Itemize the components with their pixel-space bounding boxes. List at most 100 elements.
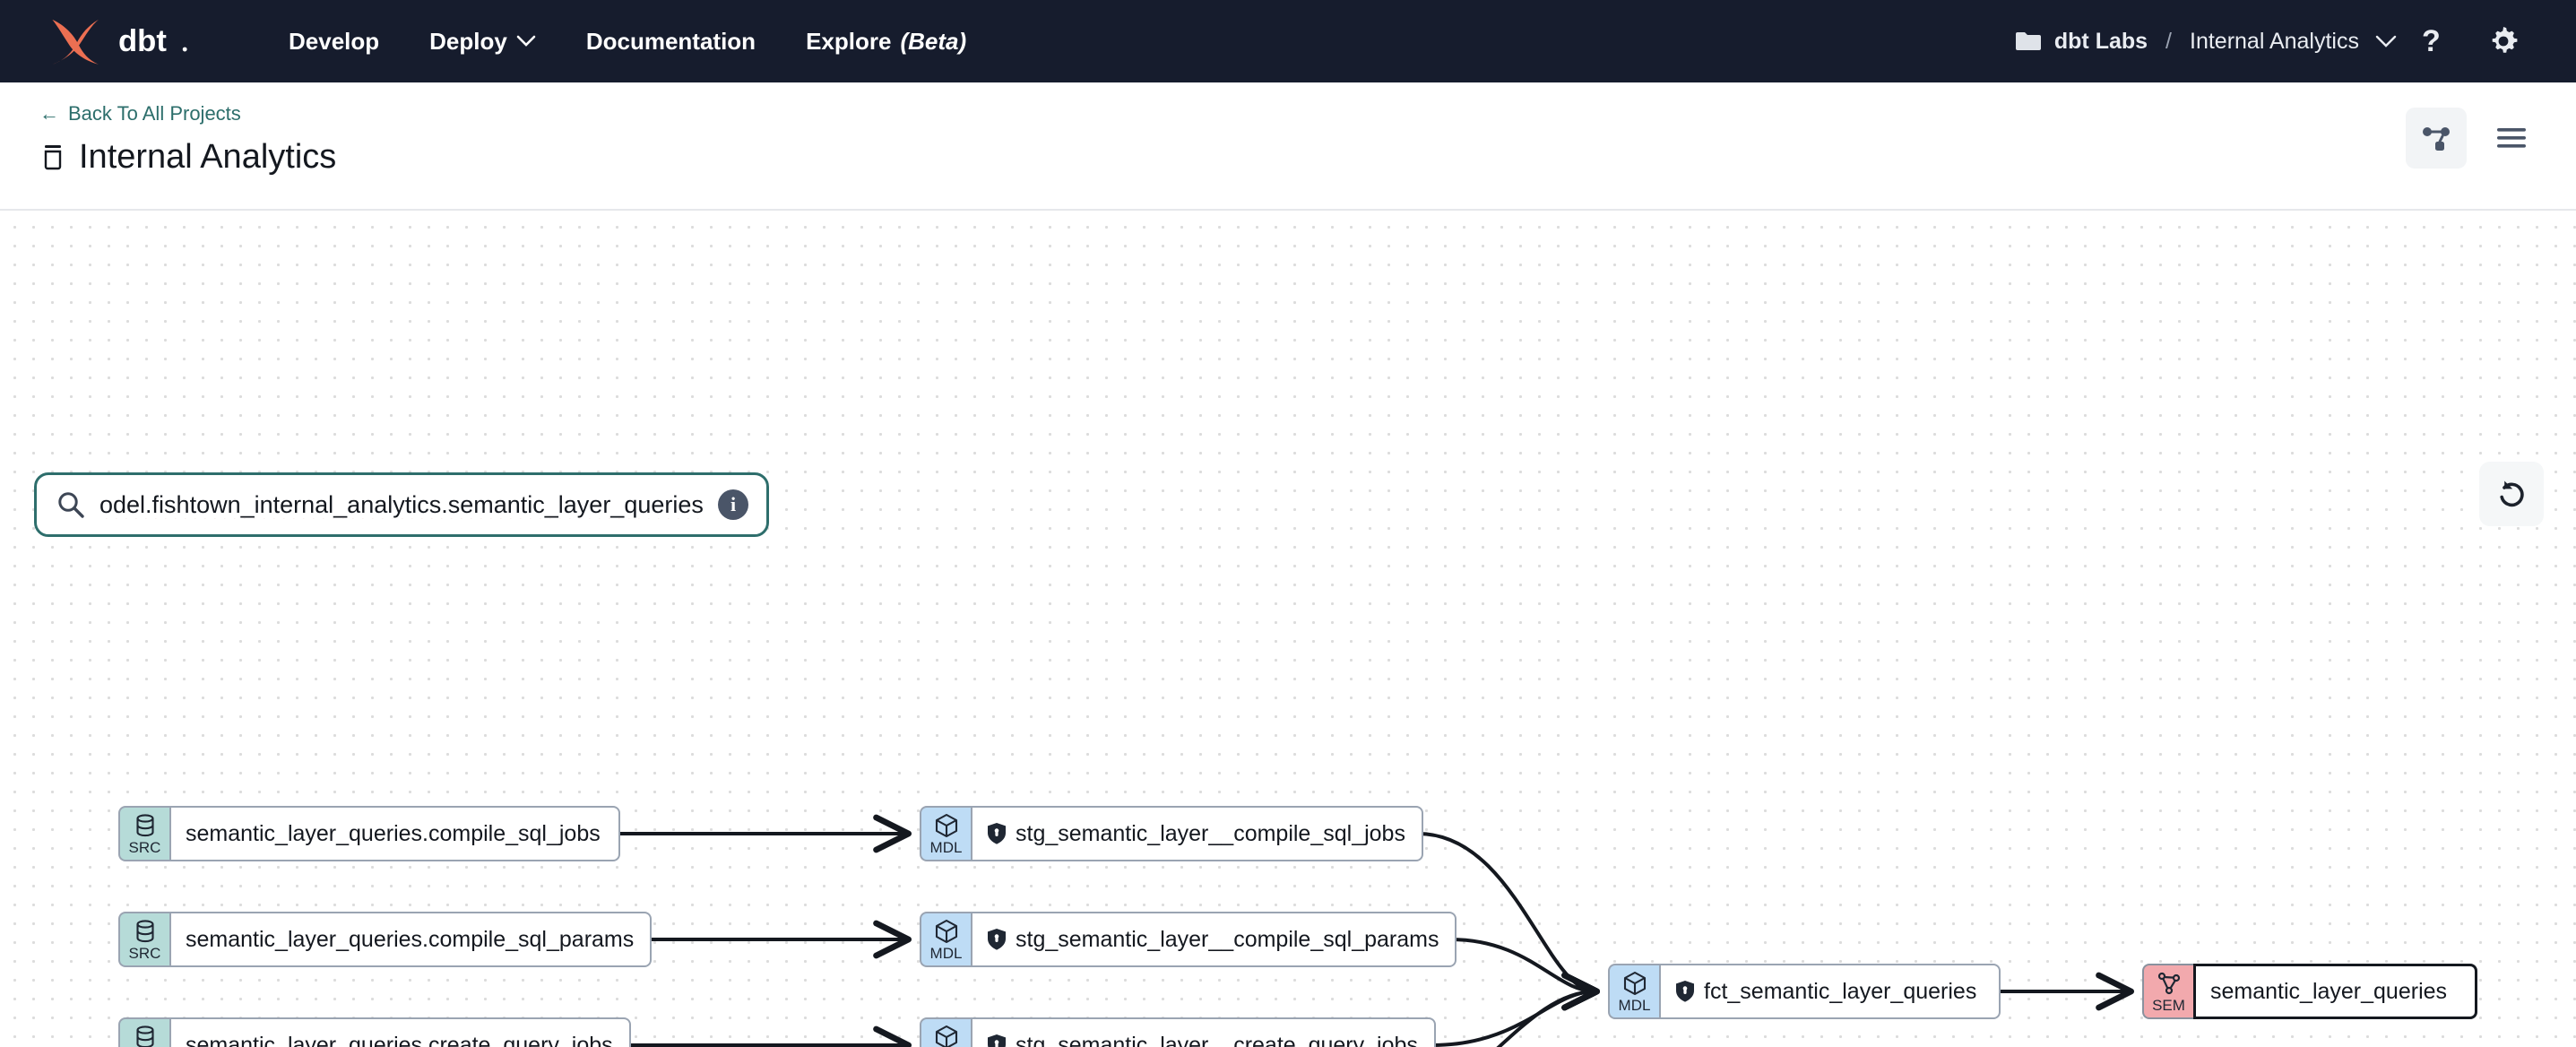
cube-icon <box>935 813 957 838</box>
node-body[interactable]: semantic_layer_queries <box>2193 964 2477 1019</box>
protected-shield-icon <box>1676 981 1694 1002</box>
graph-edges <box>620 814 2134 1047</box>
node-type-badge-src: SRC <box>118 1017 169 1047</box>
node-body[interactable]: stg_semantic_layer__compile_sql_jobs <box>971 806 1423 861</box>
graph-node-fct[interactable]: MDL fct_semantic_layer_queries <box>1608 964 2001 1019</box>
node-name-label: semantic_layer_queries.compile_sql_param… <box>186 926 635 952</box>
nav-link-explore-label: Explore <box>806 27 892 55</box>
nav-link-deploy-label: Deploy <box>429 27 507 55</box>
back-to-all-projects-label: Back To All Projects <box>68 102 241 125</box>
cube-icon <box>1623 971 1646 996</box>
hamburger-menu-icon <box>2497 128 2526 148</box>
reset-view-icon <box>2500 480 2524 507</box>
graph-node-sem[interactable]: SEM semantic_layer_queries <box>2142 964 2477 1019</box>
graph-node-mdl1[interactable]: MDL stg_semantic_layer__compile_sql_jobs <box>920 806 1423 861</box>
node-type-badge-sem: SEM <box>2142 964 2193 1019</box>
cube-icon <box>935 919 957 944</box>
node-type-badge-mdl: MDL <box>920 912 971 967</box>
node-type-badge-src: SRC <box>118 912 169 967</box>
database-icon <box>135 920 154 943</box>
top-navigation-bar: dbt Develop Deploy Documentation Explore… <box>0 0 2576 82</box>
node-body[interactable]: semantic_layer_queries.create_query_jobs <box>169 1017 631 1047</box>
graph-edge-mdl4-to-fct <box>1496 972 1600 1047</box>
page-title-row: Internal Analytics <box>39 138 336 177</box>
node-type-label: MDL <box>929 839 963 856</box>
chevron-down-icon <box>516 35 536 47</box>
breadcrumb-org[interactable]: dbt Labs <box>2053 28 2148 54</box>
node-type-badge-mdl: MDL <box>920 806 971 861</box>
settings-button[interactable] <box>2467 24 2540 58</box>
node-name-label: semantic_layer_queries <box>2210 978 2448 1004</box>
node-name-label: stg_semantic_layer__create_query_jobs <box>1016 1032 1418 1047</box>
primary-nav-links: Develop Deploy Documentation Explore (Be… <box>264 19 991 65</box>
node-body[interactable]: stg_semantic_layer__create_query_jobs <box>971 1017 1436 1047</box>
node-type-label: SRC <box>128 839 161 856</box>
graph-node-src2[interactable]: SRC semantic_layer_queries.compile_sql_p… <box>118 912 653 967</box>
semantic-graph-icon <box>2157 972 2180 995</box>
database-icon <box>135 1025 154 1047</box>
nav-link-develop[interactable]: Develop <box>264 19 404 65</box>
cube-icon <box>935 1025 957 1047</box>
lineage-graph-canvas[interactable]: odel.fishtown_internal_analytics.semanti… <box>0 211 2576 1047</box>
svg-text:?: ? <box>2422 24 2441 58</box>
nav-link-explore-beta-tag: (Beta) <box>900 27 967 55</box>
database-title-icon <box>44 144 62 169</box>
node-name-label: stg_semantic_layer__compile_sql_jobs <box>1016 820 1405 846</box>
node-name-label: semantic_layer_queries.create_query_jobs <box>186 1032 613 1047</box>
nav-right-cluster: dbt Labs / Internal Analytics ? <box>2015 23 2540 59</box>
sub-header-right <box>2406 102 2537 169</box>
nav-link-develop-label: Develop <box>289 27 380 55</box>
gear-icon <box>2492 27 2518 53</box>
breadcrumb: dbt Labs / Internal Analytics <box>2015 29 2397 55</box>
lineage-view-button[interactable] <box>2406 108 2467 169</box>
node-type-label: MDL <box>929 945 963 962</box>
svg-text:dbt: dbt <box>118 24 167 58</box>
nav-link-deploy[interactable]: Deploy <box>404 19 561 65</box>
node-type-label: SEM <box>2152 997 2185 1014</box>
node-type-badge-mdl: MDL <box>920 1017 971 1047</box>
graph-node-src1[interactable]: SRC semantic_layer_queries.compile_sql_j… <box>118 806 620 861</box>
project-sub-header: ← Back To All Projects Internal Analytic… <box>0 82 2576 211</box>
search-input[interactable]: odel.fishtown_internal_analytics.semanti… <box>99 490 704 518</box>
node-body[interactable]: stg_semantic_layer__compile_sql_params <box>971 912 1457 967</box>
node-name-label: fct_semantic_layer_queries <box>1704 978 1977 1004</box>
graph-node-src3[interactable]: SRC semantic_layer_queries.create_query_… <box>118 1017 631 1047</box>
dbt-mark-icon <box>52 19 99 65</box>
back-to-all-projects-link[interactable]: ← Back To All Projects <box>39 102 336 125</box>
protected-shield-icon <box>988 1034 1006 1047</box>
search-info-icon[interactable]: i <box>718 489 748 520</box>
graph-node-mdl3[interactable]: MDL stg_semantic_layer__create_query_job… <box>920 1017 1436 1047</box>
back-arrow-icon: ← <box>39 102 59 125</box>
node-type-label: MDL <box>1618 997 1651 1014</box>
reset-view-button[interactable] <box>2479 462 2544 526</box>
node-type-label: SRC <box>128 945 161 962</box>
folder-icon <box>2015 32 2041 50</box>
node-body[interactable]: semantic_layer_queries.compile_sql_jobs <box>169 806 620 861</box>
node-name-label: semantic_layer_queries.compile_sql_jobs <box>186 820 601 846</box>
chevron-down-icon[interactable] <box>2375 35 2397 48</box>
dbt-logo[interactable]: dbt <box>43 15 212 67</box>
node-type-badge-mdl: MDL <box>1608 964 1659 1019</box>
database-icon <box>135 814 154 837</box>
node-type-badge-src: SRC <box>118 806 169 861</box>
node-name-label: stg_semantic_layer__compile_sql_params <box>1016 926 1439 952</box>
node-body[interactable]: semantic_layer_queries.compile_sql_param… <box>169 912 653 967</box>
dbt-wordmark-icon: dbt <box>118 24 187 58</box>
lineage-graph-icon <box>2423 127 2450 151</box>
protected-shield-icon <box>988 929 1006 950</box>
page-title: Internal Analytics <box>79 138 337 176</box>
sub-header-left: ← Back To All Projects Internal Analytic… <box>39 102 336 177</box>
protected-shield-icon <box>988 823 1006 844</box>
options-menu-button[interactable] <box>2486 108 2537 169</box>
node-search-box[interactable]: odel.fishtown_internal_analytics.semanti… <box>34 472 769 537</box>
nav-link-explore[interactable]: Explore (Beta) <box>781 19 991 65</box>
node-body[interactable]: fct_semantic_layer_queries <box>1659 964 2001 1019</box>
nav-link-documentation[interactable]: Documentation <box>561 19 781 65</box>
breadcrumb-project[interactable]: Internal Analytics <box>2190 28 2359 54</box>
graph-edge-mdl3-to-fct <box>1431 972 1600 1047</box>
breadcrumb-separator: / <box>2165 28 2172 54</box>
help-button[interactable]: ? <box>2397 23 2467 59</box>
graph-node-mdl2[interactable]: MDL stg_semantic_layer__compile_sql_para… <box>920 912 1457 967</box>
nav-link-documentation-label: Documentation <box>585 27 756 55</box>
search-icon <box>58 492 84 518</box>
